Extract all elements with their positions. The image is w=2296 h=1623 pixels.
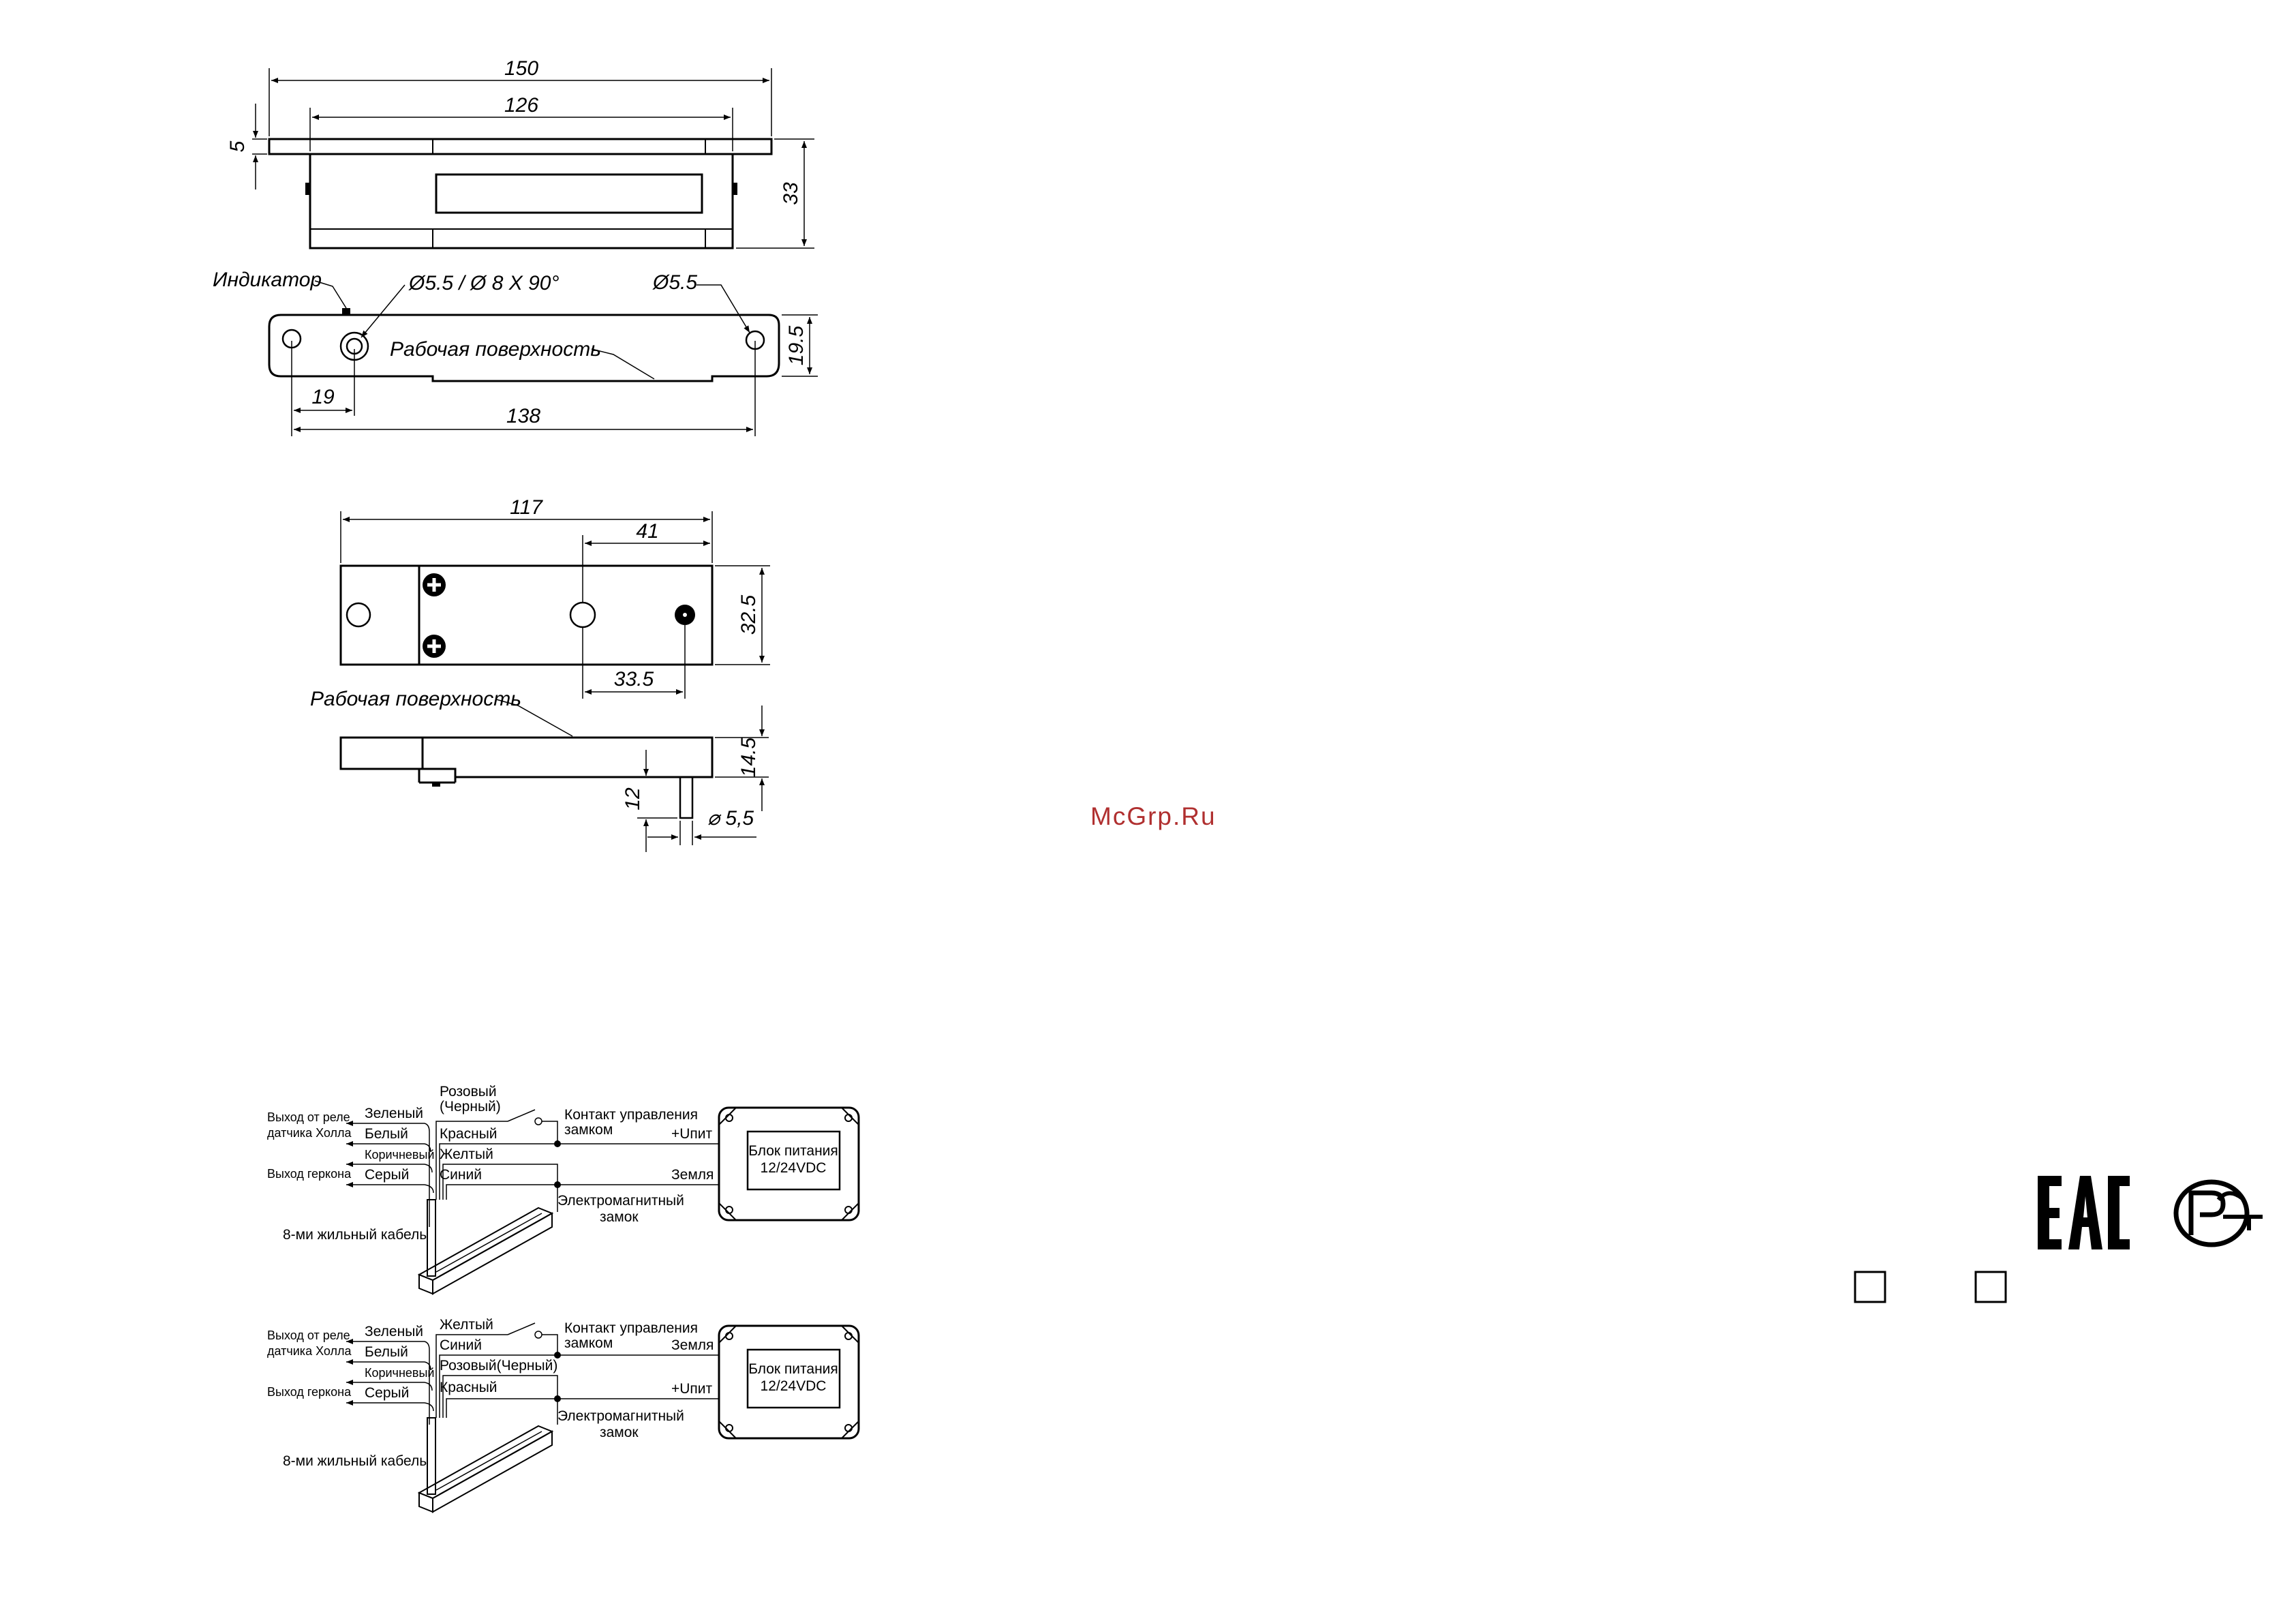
- dim-41: 41: [636, 520, 658, 543]
- control-line1: Контакт управления: [564, 1107, 698, 1123]
- label-indicator: Индикатор: [213, 269, 322, 291]
- out-hall-line2-2: датчика Холла: [267, 1344, 352, 1358]
- dim-19-5: 19.5: [785, 325, 808, 365]
- psu-line1-2: Блок питания: [748, 1361, 838, 1377]
- wire-blue: Синий: [440, 1167, 482, 1183]
- control-line2: замком: [564, 1122, 613, 1138]
- dim-126: 126: [504, 94, 538, 117]
- dim-5: 5: [226, 140, 249, 152]
- cable-label: 8-ми жильный кабель: [283, 1227, 427, 1243]
- out-hall-line1: Выход от реле: [267, 1110, 350, 1124]
- wire-red-2: Красный: [440, 1380, 498, 1395]
- lock-line1: Электромагнитный: [557, 1193, 684, 1209]
- wire-yellow: Желтый: [440, 1147, 493, 1162]
- wire-brown: Коричневый: [365, 1148, 434, 1162]
- label-armature-work-surface: Рабочая поверхность: [310, 688, 521, 710]
- dim-5-5: ⌀ 5,5: [707, 807, 754, 830]
- label-work-surface: Рабочая поверхность: [390, 338, 601, 361]
- cable-label-2: 8-ми жильный кабель: [283, 1453, 427, 1469]
- out-hall-line1-2: Выход от реле: [267, 1329, 350, 1342]
- dim-12: 12: [622, 787, 644, 810]
- wire-green: Зеленый: [365, 1106, 423, 1121]
- label-hole-right: Ø5.5: [652, 271, 697, 294]
- lock-line1-2: Электромагнитный: [557, 1408, 684, 1424]
- lock-top-view: [268, 138, 773, 249]
- ground: Земля: [671, 1167, 714, 1183]
- ground-2: Земля: [671, 1337, 714, 1353]
- wiring-diagram-2: Выход от реле датчика Холла Выход геркон…: [267, 1317, 860, 1513]
- dim-19: 19: [311, 386, 335, 408]
- dim-33: 33: [780, 182, 802, 205]
- plus-u: +Uпит: [671, 1126, 713, 1142]
- psu-line2: 12/24VDC: [761, 1160, 827, 1176]
- out-hall-line2: датчика Холла: [267, 1126, 352, 1140]
- armature-top-view: [339, 564, 714, 666]
- eac-mark-icon: [2038, 1176, 2130, 1249]
- label-hole-center: Ø5.5 / Ø 8 X 90°: [408, 272, 559, 294]
- dim-14-5: 14.5: [737, 737, 760, 777]
- rst-mark-icon: [2173, 1179, 2263, 1247]
- plus-u-2: +Uпит: [671, 1381, 713, 1397]
- lock-line2: замок: [600, 1209, 639, 1225]
- wire-green-2: Зеленый: [365, 1324, 423, 1339]
- wiring-diagram-1: Выход от реле датчика Холла Выход геркон…: [267, 1084, 860, 1295]
- wire-white: Белый: [365, 1126, 408, 1142]
- wire-pink-black-2: Розовый(Черный): [440, 1358, 557, 1374]
- control-line2-2: замком: [564, 1335, 613, 1351]
- control-line1-2: Контакт управления: [564, 1320, 698, 1336]
- wire-yellow-2: Желтый: [440, 1317, 493, 1333]
- power-supply-1: Блок питания 12/24VDC: [718, 1106, 860, 1222]
- empty-checkbox-left: [1854, 1271, 1886, 1303]
- armature-side-view: [339, 736, 714, 819]
- wire-brown-2: Коричневый: [365, 1366, 434, 1380]
- wire-gray: Серый: [365, 1167, 409, 1183]
- wire-pink-line1: Розовый: [440, 1084, 497, 1099]
- wire-red: Красный: [440, 1126, 498, 1142]
- power-supply-2: Блок питания 12/24VDC: [718, 1324, 860, 1440]
- armature-drawing: 117 41 32.5 33.5 Рабочая поверхность 14.…: [310, 496, 770, 852]
- wire-pink-line2: (Черный): [440, 1099, 501, 1114]
- dim-138: 138: [506, 405, 540, 427]
- indicator-led: [342, 308, 350, 315]
- lock-line2-2: замок: [600, 1425, 639, 1440]
- out-reed: Выход геркона: [267, 1167, 352, 1181]
- psu-line1: Блок питания: [748, 1143, 838, 1159]
- dim-150: 150: [504, 57, 538, 80]
- lock-icon-2: [417, 1425, 554, 1513]
- wire-blue-2: Синий: [440, 1337, 482, 1353]
- wire-gray-2: Серый: [365, 1385, 409, 1401]
- psu-line2-2: 12/24VDC: [761, 1378, 827, 1394]
- watermark: McGrp.Ru: [1090, 802, 1216, 830]
- dim-33-5: 33.5: [614, 668, 654, 691]
- lock-icon-1: [417, 1207, 554, 1295]
- wire-white-2: Белый: [365, 1344, 408, 1360]
- empty-checkbox-right: [1974, 1271, 2007, 1303]
- dim-117: 117: [510, 496, 543, 519]
- out-reed-2: Выход геркона: [267, 1385, 352, 1399]
- lock-body-drawing: 150 126 5 33 Индикатор Ø5.5 / Ø 8 X 90° …: [213, 57, 818, 436]
- dim-32-5: 32.5: [737, 594, 760, 635]
